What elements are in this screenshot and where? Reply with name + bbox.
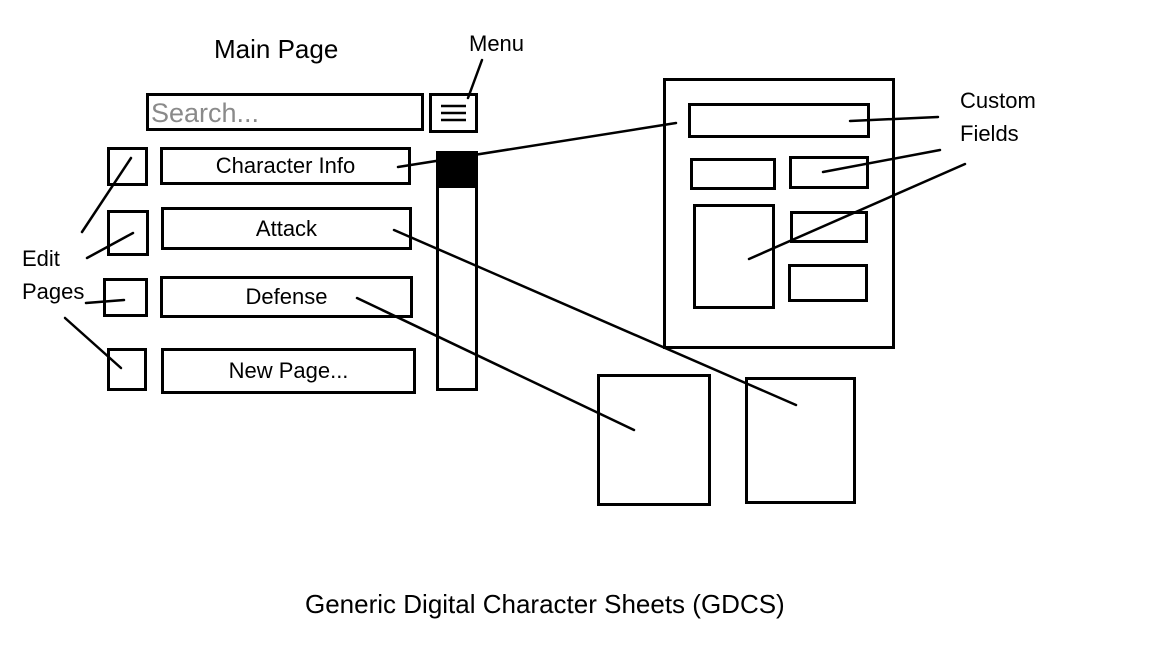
custom-fields-label-line1: Custom — [960, 88, 1036, 113]
custom-field-medium-2[interactable] — [788, 264, 868, 302]
edit-pages-label-line1: Edit — [22, 246, 60, 271]
footer-title: Generic Digital Character Sheets (GDCS) — [305, 589, 785, 619]
custom-fields-label-line2: Fields — [960, 121, 1019, 146]
custom-field-tall[interactable] — [693, 204, 775, 309]
menu-button[interactable] — [429, 93, 478, 133]
page-button-label: Defense — [245, 284, 328, 309]
page-button-label: New Page... — [228, 358, 349, 383]
menu-callout-label: Menu — [469, 31, 525, 56]
edit-page-checkbox-attack[interactable] — [107, 210, 149, 256]
page-button-character-info[interactable]: Character Info — [160, 147, 411, 185]
defense-page-mockup — [597, 374, 711, 506]
page-button-attack[interactable]: Attack — [161, 207, 412, 250]
custom-field-small-left[interactable] — [690, 158, 776, 190]
page-button-new-page[interactable]: New Page... — [161, 348, 416, 394]
search-placeholder: Search... — [151, 98, 260, 128]
edit-page-checkbox-defense[interactable] — [103, 278, 148, 317]
edit-pages-label-line2: Pages — [22, 279, 85, 304]
attack-page-mockup — [745, 377, 856, 504]
page-button-label: Attack — [255, 215, 318, 241]
page-button-label: Character Info — [215, 153, 356, 178]
hamburger-icon — [441, 104, 466, 122]
main-page-title: Main Page — [214, 34, 339, 64]
edit-page-checkbox-new-page[interactable] — [107, 348, 147, 391]
custom-field-wide[interactable] — [688, 103, 870, 138]
search-input[interactable]: Search... — [146, 93, 424, 131]
custom-field-medium-1[interactable] — [790, 211, 868, 243]
custom-field-small-right[interactable] — [789, 156, 869, 189]
scrollbar-thumb[interactable] — [439, 154, 475, 188]
page-button-defense[interactable]: Defense — [160, 276, 413, 318]
scrollbar-track[interactable] — [436, 151, 478, 391]
edit-page-checkbox-character-info[interactable] — [107, 147, 148, 186]
